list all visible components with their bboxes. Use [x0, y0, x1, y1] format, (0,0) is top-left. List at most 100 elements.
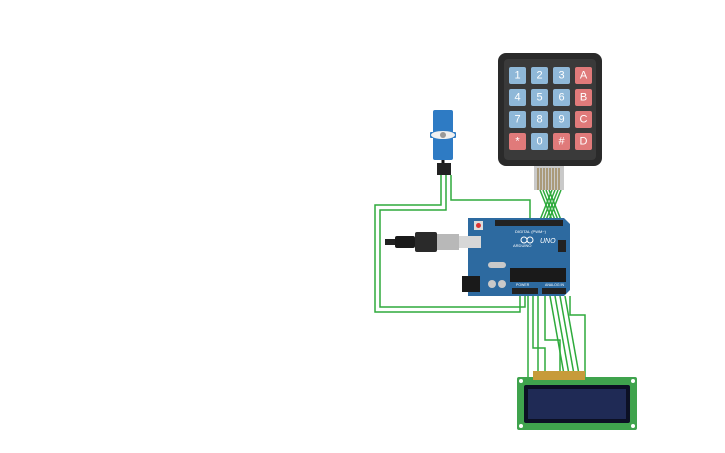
- keypad-keys: 1 2 3 A 4 5 6 B 7 8 9 C * 0 # D: [509, 67, 592, 150]
- arduino-logo-icon-2: [526, 236, 534, 244]
- keypad-key-8[interactable]: 8: [531, 111, 548, 128]
- wire-lcd-8[interactable]: [564, 295, 581, 381]
- analog-label: ANALOG IN: [545, 283, 565, 287]
- servo-connector: [437, 163, 451, 175]
- usb-plug: [385, 239, 395, 245]
- keypad[interactable]: 1 2 3 A 4 5 6 B 7 8 9 C * 0 # D: [498, 53, 602, 190]
- wire-lcd-6[interactable]: [554, 295, 571, 381]
- capacitor: [498, 280, 506, 288]
- wire-servo-power[interactable]: [379, 175, 526, 308]
- keypad-key-C[interactable]: C: [575, 111, 592, 128]
- servo-shaft: [440, 132, 446, 138]
- usb-port-inner: [459, 236, 481, 248]
- power-jack: [462, 276, 480, 292]
- keypad-key-label: 2: [536, 70, 542, 82]
- keypad-key-label: 3: [558, 70, 564, 82]
- keypad-key-face[interactable]: [575, 89, 592, 106]
- keypad-key-face[interactable]: [575, 67, 592, 84]
- keypad-key-label: #: [558, 136, 565, 148]
- lcd-display[interactable]: [517, 371, 637, 430]
- keypad-key-6[interactable]: 6: [553, 89, 570, 106]
- mount-hole: [631, 379, 635, 383]
- usb-cable: [395, 236, 415, 248]
- crystal: [488, 262, 506, 268]
- wire-lcd-4[interactable]: [544, 296, 561, 380]
- keypad-key-1[interactable]: 1: [509, 67, 526, 84]
- keypad-key-face[interactable]: [531, 133, 548, 150]
- uno-label: UNO: [540, 238, 556, 245]
- keypad-key-face[interactable]: [553, 111, 570, 128]
- keypad-key-label: 9: [558, 114, 564, 126]
- keypad-key-face[interactable]: [509, 89, 526, 106]
- keypad-key-face[interactable]: [509, 133, 526, 150]
- keypad-key-9[interactable]: 9: [553, 111, 570, 128]
- reset-button-cap[interactable]: [476, 223, 481, 228]
- keypad-key-A[interactable]: A: [575, 67, 592, 84]
- keypad-key-B[interactable]: B: [575, 89, 592, 106]
- wire-keypad-8[interactable]: [548, 189, 562, 221]
- servo-motor[interactable]: [430, 110, 456, 175]
- keypad-ribbon-traces: [537, 168, 560, 190]
- keypad-key-label: A: [580, 70, 588, 82]
- keypad-key-face[interactable]: [575, 133, 592, 150]
- keypad-key-face[interactable]: [509, 67, 526, 84]
- wire-keypad-7[interactable]: [545, 189, 559, 221]
- usb-connector-head: [415, 232, 437, 252]
- wire-keypad-5[interactable]: [539, 189, 553, 221]
- capacitor: [488, 280, 496, 288]
- keypad-key-label: 6: [558, 92, 564, 104]
- arduino-brand-label: ARDUINO: [513, 243, 531, 248]
- wire-lcd-5[interactable]: [549, 295, 566, 381]
- keypad-key-4[interactable]: 4: [509, 89, 526, 106]
- keypad-key-label: 4: [514, 92, 520, 104]
- lcd-pin-header: [533, 371, 585, 380]
- keypad-key-face[interactable]: [575, 111, 592, 128]
- keypad-key-face[interactable]: [553, 89, 570, 106]
- keypad-key-3[interactable]: 3: [553, 67, 570, 84]
- keypad-key-label: 0: [536, 136, 542, 148]
- wire-lcd-9[interactable]: [569, 296, 586, 380]
- keypad-face: [504, 59, 596, 160]
- wire-lcd-2[interactable]: [532, 296, 546, 380]
- keypad-key-#[interactable]: #: [553, 133, 570, 150]
- keypad-key-label: *: [515, 136, 520, 148]
- keypad-key-D[interactable]: D: [575, 133, 592, 150]
- analog-header: [542, 288, 566, 294]
- wire-lcd-7[interactable]: [559, 295, 576, 381]
- wires: [374, 175, 586, 381]
- keypad-key-face[interactable]: [553, 67, 570, 84]
- keypad-key-face[interactable]: [531, 111, 548, 128]
- digital-header: [495, 220, 563, 226]
- icsp-header: [558, 240, 566, 252]
- keypad-key-*[interactable]: *: [509, 133, 526, 150]
- mount-hole: [631, 424, 635, 428]
- wire-servo-ground[interactable]: [450, 175, 531, 220]
- keypad-key-face[interactable]: [509, 111, 526, 128]
- keypad-key-face[interactable]: [531, 89, 548, 106]
- keypad-key-7[interactable]: 7: [509, 111, 526, 128]
- keypad-key-label: C: [580, 114, 588, 126]
- wire-servo-signal[interactable]: [374, 175, 521, 313]
- digital-label: DIGITAL (PWM~): [515, 229, 547, 234]
- keypad-key-5[interactable]: 5: [531, 89, 548, 106]
- atmega-chip: [510, 268, 566, 282]
- keypad-key-label: D: [580, 136, 588, 148]
- mount-hole: [519, 424, 523, 428]
- arduino-uno[interactable]: DIGITAL (PWM~) UNO ARDUINO POWER ANALOG …: [385, 218, 570, 296]
- keypad-key-0[interactable]: 0: [531, 133, 548, 150]
- keypad-key-label: 5: [536, 92, 542, 104]
- wire-keypad-6[interactable]: [542, 189, 556, 221]
- usb-port: [437, 234, 459, 250]
- power-label: POWER: [516, 283, 530, 287]
- keypad-key-face[interactable]: [531, 67, 548, 84]
- power-header: [512, 288, 538, 294]
- keypad-key-label: B: [580, 92, 587, 104]
- keypad-key-2[interactable]: 2: [531, 67, 548, 84]
- keypad-key-label: 1: [514, 70, 520, 82]
- lcd-screen: [528, 389, 626, 419]
- keypad-key-label: 7: [514, 114, 520, 126]
- keypad-key-label: 8: [536, 114, 542, 126]
- mount-hole: [519, 379, 523, 383]
- keypad-key-face[interactable]: [553, 133, 570, 150]
